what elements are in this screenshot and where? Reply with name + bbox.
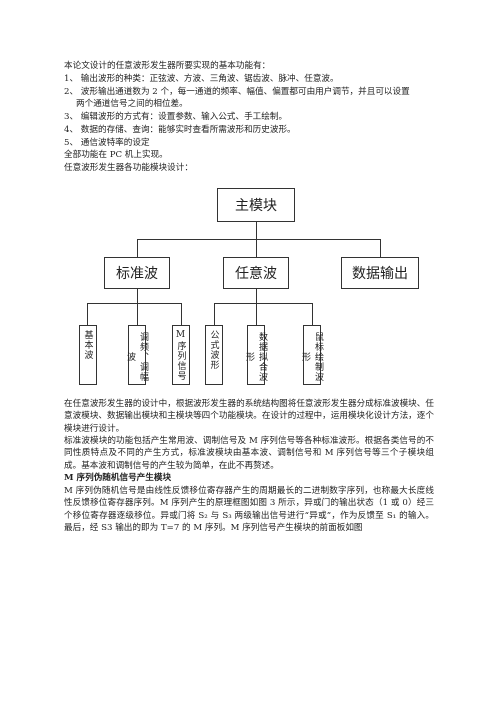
leaf-modulated-wave-label: 调频、调幅波 xyxy=(125,332,148,382)
standard-wave-box: 标准波 xyxy=(104,257,170,289)
leaf-basic-wave-label: 基本波 xyxy=(82,330,93,360)
arbitrary-wave-label: 任意波 xyxy=(235,266,277,282)
feature-item-3: 3、 编辑波形的方式有：设置参数、输入公式、手工绘制。 xyxy=(64,112,288,122)
data-output-box: 数据输出 xyxy=(341,257,419,289)
intro-line: 本论文设计的任意波形发生器所要实现的基本功能有： xyxy=(64,61,271,71)
leaf-mouse-wave-label: 鼠标绘制波形 xyxy=(300,332,323,382)
connector xyxy=(137,239,380,240)
leaf-m-sequence-label: M序列信号 xyxy=(175,330,186,381)
leaf-basic-wave: 基本波 xyxy=(79,325,97,385)
paragraph-1: 在任意波形发生器的设计中，根据波形发生器的系统结构图将任意波形发生器分成标准波模… xyxy=(64,399,434,434)
standard-wave-label: 标准波 xyxy=(116,266,158,282)
connector xyxy=(87,303,181,304)
leaf-fit-wave-label: 数据拟合波形 xyxy=(244,332,267,382)
data-output-label: 数据输出 xyxy=(352,266,408,282)
arbitrary-wave-box: 任意波 xyxy=(223,257,289,289)
connector xyxy=(214,303,215,325)
section-heading: M 序列伪随机信号产生模块 xyxy=(64,473,172,483)
main-module-label: 主模块 xyxy=(235,198,277,214)
connector xyxy=(137,289,138,303)
connector xyxy=(214,303,312,304)
connector xyxy=(380,239,381,257)
connector xyxy=(137,239,138,257)
paragraph-2: 标准波模块的功能包括产生常用波、调制信号及 M 序列信号等各种标准波形。根据各类… xyxy=(64,436,434,471)
connector xyxy=(181,303,182,325)
feature-item-4: 4、 数据的存储、查询：能够实时查看所需波形和历史波形。 xyxy=(64,125,296,135)
design-line: 任意波形发生器各功能模块设计： xyxy=(64,163,193,173)
leaf-fit-wave: 数据拟合波形 xyxy=(244,325,267,385)
leaf-mouse-wave: 鼠标绘制波形 xyxy=(300,325,323,385)
leaf-modulated-wave: 调频、调幅波 xyxy=(125,325,148,385)
main-module-box: 主模块 xyxy=(217,188,295,222)
pc-line: 全部功能在 PC 机上实现。 xyxy=(64,150,168,160)
leaf-formula-wave-label: 公式波形 xyxy=(208,330,219,370)
connector xyxy=(256,289,257,303)
paragraph-3: M 序列伪随机信号是由线性反馈移位寄存器产生的周期最长的二进制数字序列，也称最大… xyxy=(64,486,434,533)
feature-item-2-cont: 两个通道信号之间的相位差。 xyxy=(76,99,188,109)
connector xyxy=(256,222,257,239)
connector xyxy=(256,239,257,257)
leaf-m-sequence: M序列信号 xyxy=(172,325,190,385)
connector xyxy=(87,303,88,325)
connector xyxy=(312,303,313,325)
connector xyxy=(137,303,138,325)
feature-item-5: 5、 通信波特率的设定 xyxy=(64,138,150,148)
feature-item-2: 2、 波形输出通道数为 2 个，每一通道的频率、幅值、偏置都可由用户调节，并且可… xyxy=(64,87,410,97)
feature-item-1: 1、 输出波形的种类：正弦波、方波、三角波、锯齿波、脉冲、任意波。 xyxy=(64,74,339,84)
connector xyxy=(256,303,257,325)
leaf-formula-wave: 公式波形 xyxy=(205,325,223,385)
